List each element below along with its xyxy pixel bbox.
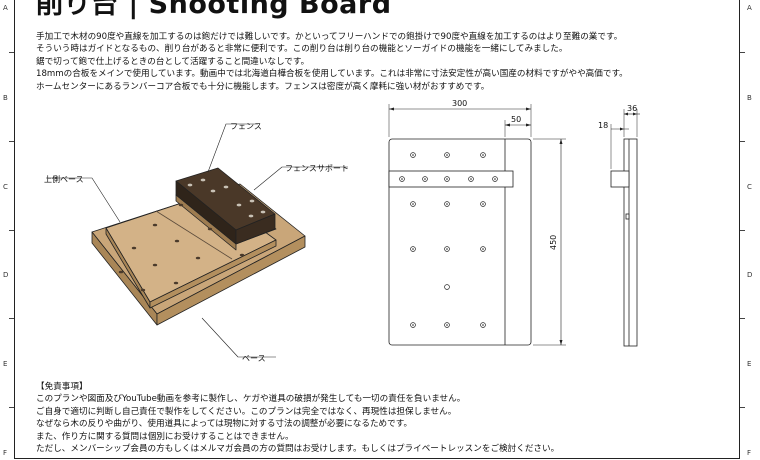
label-upper-base: 上側ベース	[44, 174, 84, 184]
zone-tick	[9, 407, 14, 408]
zone-tick	[740, 141, 745, 142]
side-view-fence	[610, 170, 630, 188]
label-fence-support: フェンスサポート	[285, 164, 349, 173]
top-view	[388, 104, 566, 346]
top-view-outline	[388, 138, 532, 346]
disclaimer-line: ご自身で適切に判断し自己責任で製作をしてください。このプランは完全ではなく、再現…	[36, 406, 457, 417]
dim-width: 300	[452, 99, 467, 108]
disclaimer: 【免責事項】 このプランや図面及びYouTube動画を参考に製作し、ケガや道具の…	[36, 381, 726, 455]
isometric-view	[46, 123, 348, 358]
zone-left-c: C	[3, 183, 8, 191]
top-view-hole-centers	[401, 154, 496, 326]
upper-base-seam	[155, 210, 233, 260]
zone-left-d: D	[3, 271, 9, 279]
zone-right-c: C	[747, 183, 752, 191]
disclaimer-line: ただし、メンバーシップ会員の方もしくはメルマガ会員の方の質問はお受けします。もし…	[36, 444, 560, 455]
label-fence: フェンス	[230, 122, 262, 131]
leader-base	[201, 317, 276, 358]
dim-strip: 50	[511, 115, 521, 124]
fence-right	[235, 213, 276, 245]
dim-height: 450	[549, 235, 558, 250]
disclaimer-line: なぜなら木の反りや曲がり、使用道具によっては現物に対する寸法の調整が必要になるた…	[36, 419, 413, 430]
leader-upper-base	[46, 177, 121, 223]
zone-tick	[9, 141, 14, 142]
zone-left-e: E	[3, 360, 8, 368]
upper-base-right	[149, 239, 277, 309]
disclaimer-line: また、作り方に関する質問は個別にお受けすることはできません。	[36, 431, 294, 442]
zone-tick	[9, 318, 14, 319]
base-plate-right	[156, 235, 306, 326]
zone-tick	[740, 230, 745, 231]
zone-left-a: A	[3, 4, 8, 12]
zone-tick	[9, 230, 14, 231]
zone-tick	[740, 52, 745, 53]
zone-right-b: B	[747, 94, 752, 102]
description-line: 18mmの合板をメインで使用しています。動画中では北海道白樺合板を使用しています…	[36, 69, 628, 80]
disclaimer-heading: 【免責事項】	[36, 382, 88, 392]
side-view-base	[623, 138, 638, 347]
leader-fence	[207, 123, 258, 173]
zone-left-f: F	[3, 449, 8, 457]
description-line: そういう時はガイドとなるもの、削り台があると非常に便利です。この削り台は削り台の…	[36, 44, 568, 55]
drawing-frame	[14, 0, 740, 459]
zone-tick	[740, 407, 745, 408]
dim-side-total: 36	[627, 104, 637, 113]
top-view-fence	[388, 170, 514, 188]
zone-left-b: B	[3, 94, 8, 102]
description-line: 鋸で切って鉋で仕上げるときの台として活躍すること間違いなしです。	[36, 56, 310, 67]
disclaimer-line: このプランや図面及びYouTube動画を参考に製作し、ケガや道具の破損が発生して…	[36, 394, 466, 405]
description-line: 手加工で木材の90度や直線を加工するのは鉋だけでは難しいです。かといってフリーハ…	[36, 32, 623, 42]
zone-right-e: E	[747, 360, 752, 368]
zone-right-a: A	[747, 4, 752, 12]
page-title: 削り台 | Shooting Board	[36, 0, 392, 20]
zone-tick	[9, 52, 14, 53]
zone-right-d: D	[747, 271, 753, 279]
leader-fence-support	[253, 166, 348, 191]
dim-side-thickness: 18	[598, 121, 608, 130]
zone-tick	[740, 318, 745, 319]
label-base: ベース	[242, 354, 266, 363]
description: 手加工で木材の90度や直線を加工するのは鉋だけでは難しいです。かといってフリーハ…	[36, 31, 716, 93]
side-view	[610, 109, 640, 347]
description-line: ホームセンターにあるランバーコア合板でも十分に機能します。フェンスは密度が高く摩…	[36, 81, 490, 92]
zone-right-f: F	[747, 449, 752, 457]
